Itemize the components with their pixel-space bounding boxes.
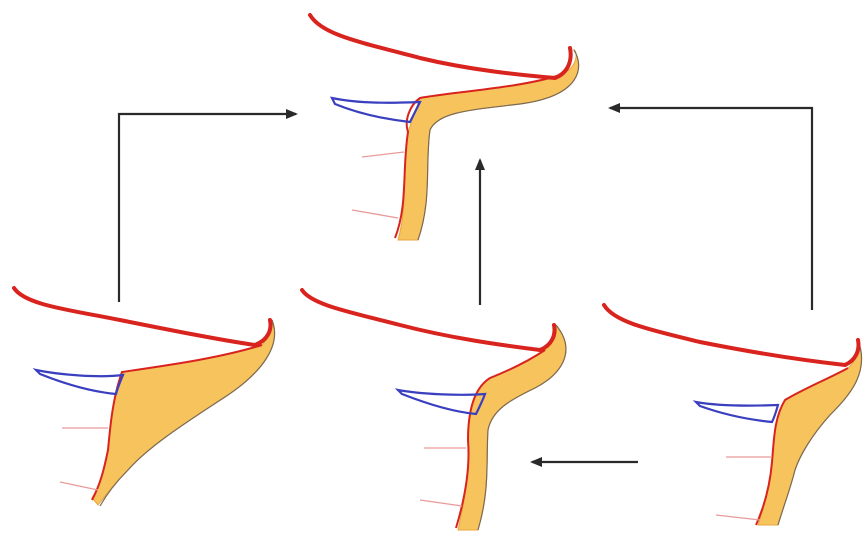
tan-fill [758, 340, 862, 525]
red-upper-outline [310, 15, 571, 78]
blue-shape [696, 402, 778, 422]
red-upper-outline [14, 288, 270, 345]
blue-shape [36, 370, 123, 394]
pink-line-1 [362, 152, 404, 157]
profile-top [310, 15, 579, 240]
red-upper-outline [302, 290, 554, 350]
tan-fill [458, 325, 566, 530]
pink-line-2 [352, 210, 398, 218]
red-upper-outline [604, 305, 858, 365]
arrow-right-to-top [610, 108, 812, 310]
profile-right [604, 305, 862, 525]
pink-line-2 [420, 500, 462, 506]
profile-middle [302, 290, 566, 530]
arrow-left-to-top [119, 114, 296, 302]
pink-line-2 [716, 515, 760, 520]
tan-fill [92, 320, 275, 505]
pink-line-2 [60, 482, 98, 490]
profile-left [14, 288, 275, 506]
